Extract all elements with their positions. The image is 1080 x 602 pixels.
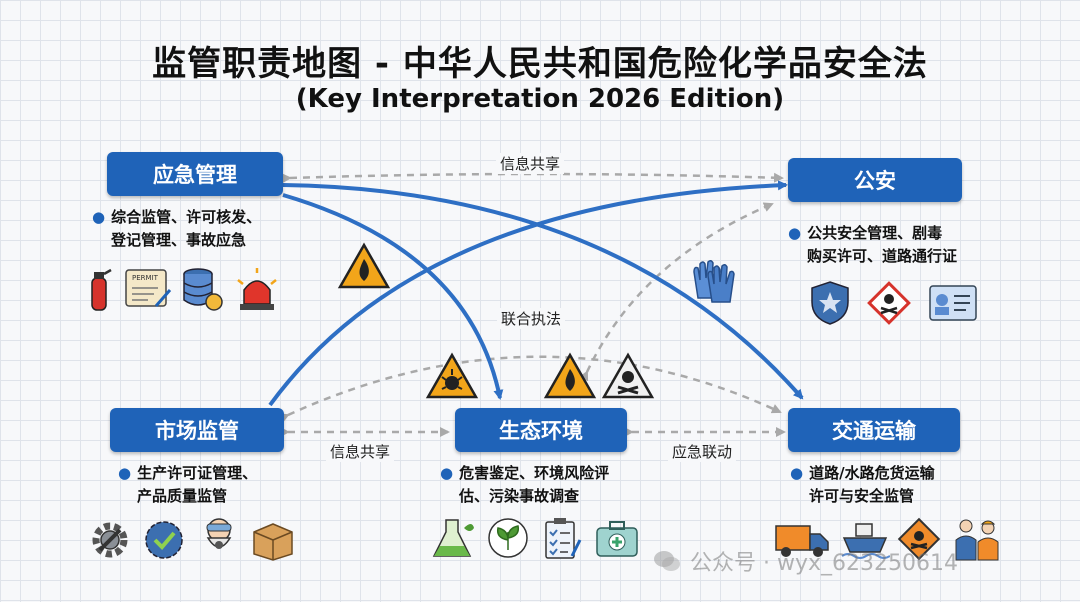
desc-market: ●生产许可证管理、 产品质量监管 xyxy=(118,464,258,505)
toxic-warning-icon xyxy=(601,352,655,399)
desc-ecology: ●危害鉴定、环境风险评 估、污染事故调查 xyxy=(440,464,610,505)
truck-icon xyxy=(775,525,829,557)
fire-extinguisher-icon xyxy=(91,268,112,311)
alarm-light-icon xyxy=(237,268,277,310)
node-market-supervision: 市场监管 xyxy=(110,408,284,452)
node-police: 公安 xyxy=(788,158,962,202)
node-emergency-management: 应急管理 xyxy=(107,152,283,196)
toxic-hazard-icon xyxy=(867,281,911,325)
desc-emergency: ●综合监管、许可核发、 登记管理、事故应急 xyxy=(92,208,262,249)
edge-info-share-top xyxy=(281,172,784,184)
id-card-icon xyxy=(929,285,977,321)
edge-label-info-share-top: 信息共享 xyxy=(496,153,565,174)
workers-icon xyxy=(955,519,999,561)
police-badge-icon xyxy=(811,281,849,325)
edge-ecology-police xyxy=(579,202,774,382)
gloves-icon xyxy=(693,259,735,303)
leaf-icon xyxy=(488,518,528,558)
edge-label-joint-enforcement: 联合执法 xyxy=(497,308,566,329)
page-subtitle: (Key Interpretation 2026 Edition) xyxy=(295,84,785,114)
wechat-logo-icon xyxy=(654,551,680,571)
permit-document-icon: PERMIT xyxy=(125,269,172,307)
desc-police: ●公共安全管理、剧毒 购买许可、道路通行证 xyxy=(788,224,958,265)
node-ecology-environment: 生态环境 xyxy=(455,408,627,452)
edge-label-emergency-link: 应急联动 xyxy=(668,441,737,462)
lab-flask-icon xyxy=(432,519,474,557)
box-icon xyxy=(253,523,293,561)
gear-wrench-icon xyxy=(92,522,128,558)
ship-icon xyxy=(841,523,890,559)
medical-kit-icon xyxy=(596,521,638,557)
arrow-emergency-transport xyxy=(282,183,804,400)
arrow-market-police xyxy=(268,180,788,407)
flammable-warning-icon xyxy=(337,242,391,289)
flammable-warning-icon-2 xyxy=(543,352,597,399)
arrow-emergency-ecology xyxy=(282,193,504,400)
svg-text:PERMIT: PERMIT xyxy=(132,274,159,282)
desc-transport: ●道路/水路危货运输 许可与安全监管 xyxy=(790,464,935,505)
edge-label-info-share-bottom: 信息共享 xyxy=(326,441,395,462)
watermark-text: 公众号 · wyx_623250614 xyxy=(690,551,958,576)
respirator-mask-icon xyxy=(206,518,232,549)
certified-badge-icon xyxy=(145,521,183,559)
page-title: 监管职责地图 - 中华人民共和国危险化学品安全法 xyxy=(152,44,928,84)
node-transport: 交通运输 xyxy=(788,408,960,452)
checklist-icon xyxy=(545,518,582,559)
explosive-warning-icon xyxy=(425,352,479,399)
database-icon xyxy=(183,268,223,311)
edge-joint-enforcement xyxy=(278,355,782,423)
hazard-diamond-icon xyxy=(897,517,941,561)
